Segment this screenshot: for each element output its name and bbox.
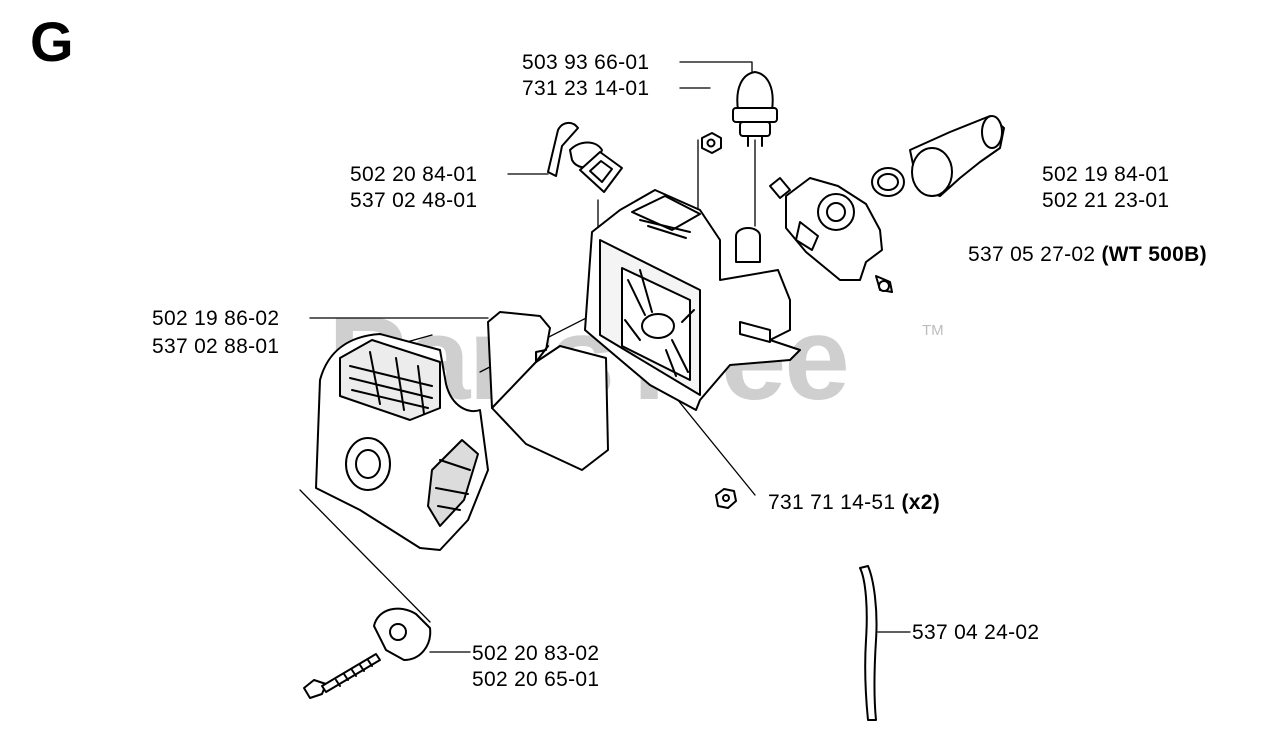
callout-air-filter-2[interactable]: 537 02 88-01 <box>152 335 280 358</box>
carburetor-model-note: (WT 500B) <box>1101 243 1207 266</box>
nut-qty-note: (x2) <box>901 491 941 514</box>
air-filter-part <box>487 311 609 471</box>
callout-intake-2[interactable]: 502 21 23-01 <box>1042 189 1170 212</box>
primer-bulb-part <box>732 71 778 147</box>
callout-primer-bulb-1[interactable]: 503 93 66-01 <box>522 51 650 74</box>
callout-knob-1[interactable]: 502 20 83-02 <box>472 642 600 665</box>
fuel-line-part <box>859 565 878 721</box>
intake-manifold-part <box>871 115 1005 197</box>
carburetor-part <box>769 177 893 293</box>
air-cover-part <box>315 333 489 551</box>
callout-fuel-elbow-1[interactable]: 502 20 84-01 <box>350 163 478 186</box>
trademark-mark: TM <box>922 322 944 339</box>
carburetor-part-number: 537 05 27-02 <box>968 243 1096 266</box>
hex-nut-part <box>715 488 737 509</box>
callout-air-filter-1[interactable]: 502 19 86-02 <box>152 307 280 330</box>
filter-housing-part <box>584 189 801 411</box>
section-letter: G <box>30 10 74 73</box>
nut-part-number: 731 71 14-51 <box>768 491 896 514</box>
callout-nut[interactable]: 731 71 14-51 (x2) <box>768 492 940 513</box>
callout-primer-bulb-2[interactable]: 731 23 14-01 <box>522 77 650 100</box>
callout-fuel-line[interactable]: 537 04 24-02 <box>912 621 1040 644</box>
callout-fuel-elbow-2[interactable]: 537 02 48-01 <box>350 189 478 212</box>
top-nut-part <box>701 132 722 154</box>
callout-knob-2[interactable]: 502 20 65-01 <box>472 668 600 691</box>
screw-part <box>303 653 381 699</box>
fuel-elbow-part <box>547 122 623 193</box>
callout-intake-1[interactable]: 502 19 84-01 <box>1042 163 1170 186</box>
callout-carburetor[interactable]: 537 05 27-02 (WT 500B) <box>968 244 1207 265</box>
knob-part <box>373 607 432 661</box>
